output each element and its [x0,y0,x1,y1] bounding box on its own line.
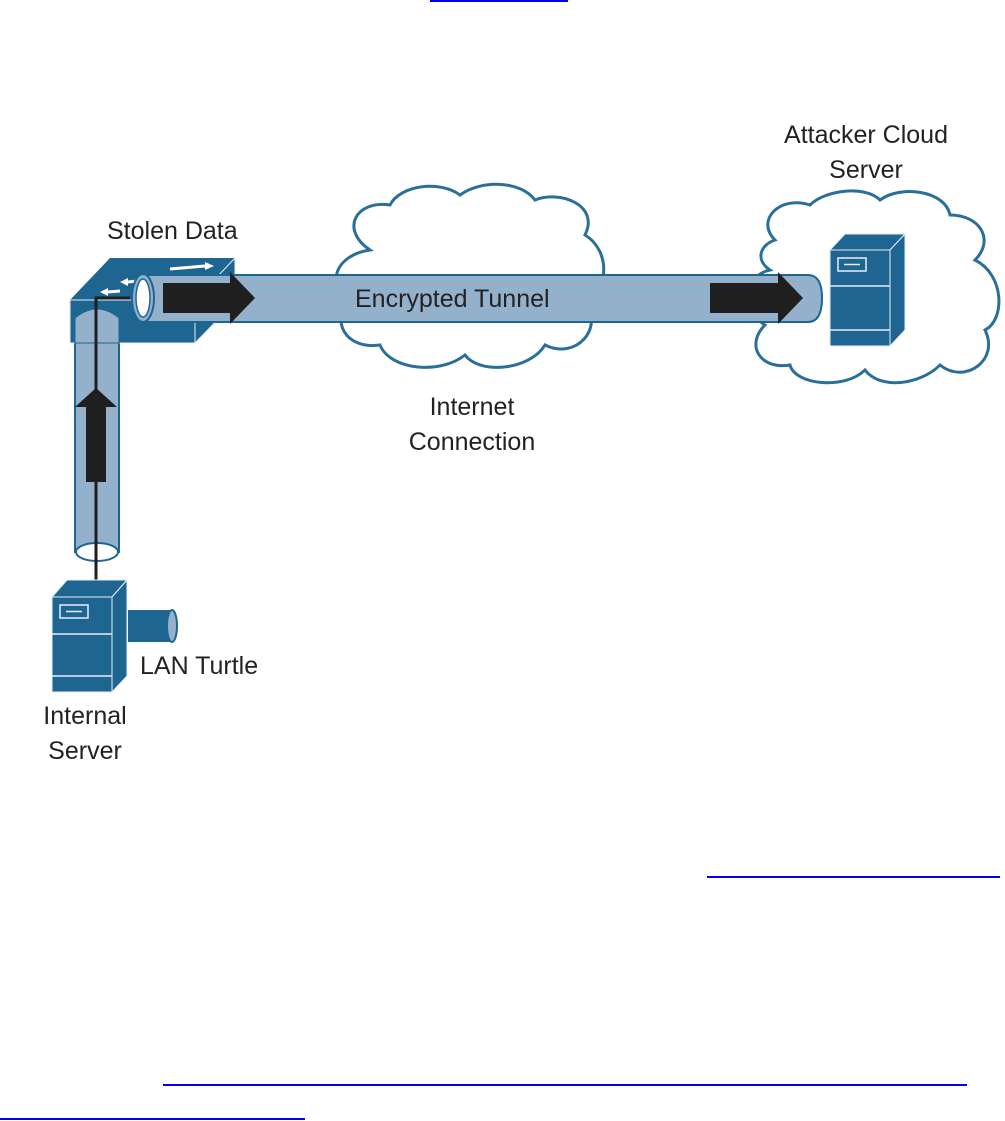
label-encrypted-tunnel: Encrypted Tunnel [355,285,550,313]
top-link-underline[interactable] [430,0,568,2]
label-attacker-1: Attacker Cloud [784,121,948,149]
label-stolen-data: Stolen Data [107,217,238,245]
internal-server-icon [50,578,129,694]
lan-turtle-dongle-icon [128,609,178,643]
label-lan-turtle: LAN Turtle [140,652,258,680]
label-internet-1: Internet [430,393,515,421]
label-attacker-2: Server [829,156,903,184]
mid-link-underline[interactable] [707,876,1000,878]
label-internal-1: Internal [43,702,126,730]
label-internal-2: Server [48,737,122,765]
bottom-link-underline-2[interactable] [0,1118,305,1120]
attacker-server-icon [828,232,907,348]
label-internet-2: Connection [409,428,535,456]
right-arrow-icon-2 [710,272,803,324]
data-path-line [94,296,130,580]
right-arrow-icon-1 [163,272,255,324]
encrypted-tunnel [131,273,824,323]
upward-arrow-icon [75,388,117,482]
bottom-link-underline-1[interactable] [163,1084,967,1086]
